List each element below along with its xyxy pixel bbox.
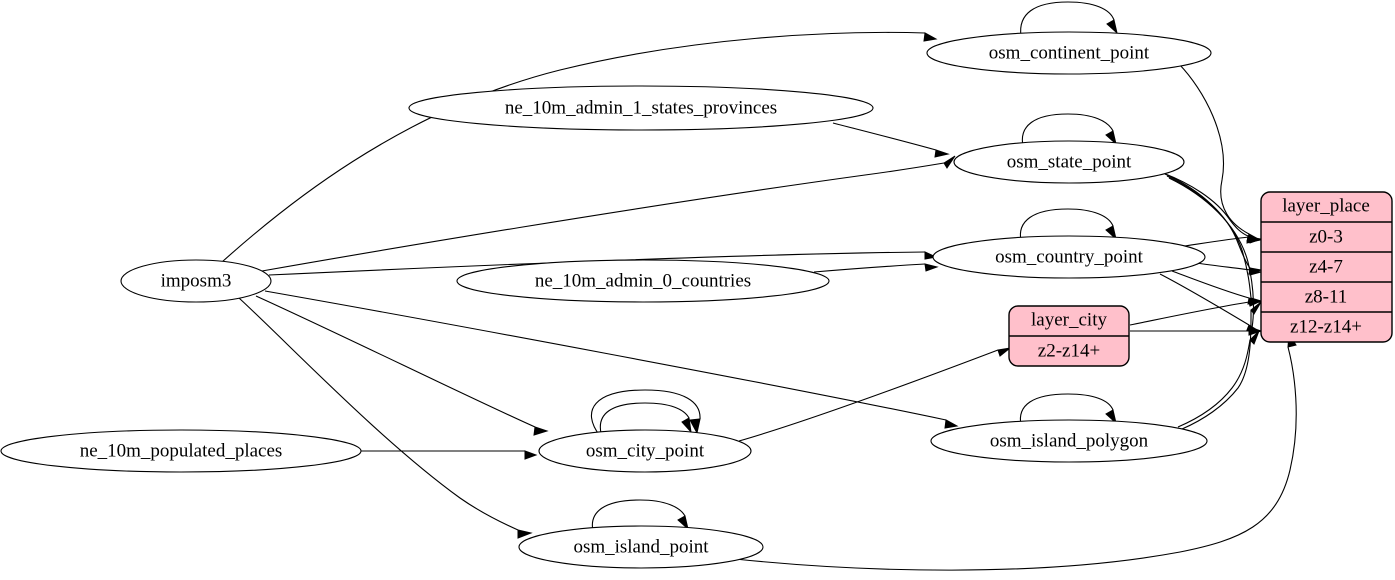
node-osm-country-point[interactable]: osm_country_point xyxy=(932,235,1206,279)
nodes-layer: imposm3 ne_10m_admin_1_states_provinces … xyxy=(0,31,1212,569)
node-osm-continent-point[interactable]: osm_continent_point xyxy=(926,31,1212,75)
edge-self-osm_island_point xyxy=(591,499,689,532)
edge-osm_country_point-to-layer_place-z12-z14 xyxy=(1159,273,1260,332)
edges-layer xyxy=(221,1,1297,571)
edge-osm_country_point-to-layer_place-z4-7 xyxy=(1195,262,1262,276)
edge-layer_city-to-layer_place-z8-11 xyxy=(1129,300,1262,326)
record-layer-place[interactable]: layer_place z0-3 z4-7 z8-11 z12-z14+ xyxy=(1260,191,1393,343)
edge-self-inner-osm_city_point xyxy=(599,402,692,434)
edge-self-osm_continent_point xyxy=(1020,1,1118,37)
record-title-layer-place: layer_place xyxy=(1282,195,1370,216)
node-label-osm-island-point: osm_island_point xyxy=(573,536,709,557)
edge-osm_island_polygon-to-layer_place-z12-z14 xyxy=(1177,330,1260,428)
edge-self-osm_state_point xyxy=(1021,113,1117,147)
edge-imposm3-to-osm_state_point xyxy=(261,155,956,272)
node-label-osm-country-point: osm_country_point xyxy=(995,246,1143,267)
node-label-ne-countries: ne_10m_admin_0_countries xyxy=(535,270,751,291)
edge-imposm3-to-osm_island_point xyxy=(238,297,533,539)
record-layer-city[interactable]: layer_city z2-z14+ xyxy=(1008,305,1130,367)
node-label-osm-continent-point: osm_continent_point xyxy=(989,42,1150,63)
edge-osm_island_polygon-to-layer_place-z8-11 xyxy=(1181,301,1262,430)
edge-layer_city-to-layer_place-z12-z14 xyxy=(1130,330,1262,336)
node-label-osm-island-polygon: osm_island_polygon xyxy=(990,430,1149,451)
node-label-imposm3: imposm3 xyxy=(161,270,232,291)
record-nodes-layer: layer_city z2-z14+ layer_place z0-3 z4-7… xyxy=(1008,191,1393,367)
edge-ne_countries-to-osm_country_point xyxy=(813,263,939,273)
node-ne-10m-admin-1-states-provinces[interactable]: ne_10m_admin_1_states_provinces xyxy=(408,85,874,131)
edge-self-outer-osm_city_point xyxy=(590,389,701,437)
record-row-layer-city-0[interactable]: z2-z14+ xyxy=(1038,340,1100,361)
node-label-osm-state-point: osm_state_point xyxy=(1007,151,1132,172)
node-imposm3[interactable]: imposm3 xyxy=(120,259,272,303)
node-label-ne-states: ne_10m_admin_1_states_provinces xyxy=(505,97,777,118)
record-row-layer-place-2[interactable]: z8-11 xyxy=(1305,286,1348,307)
node-osm-island-polygon[interactable]: osm_island_polygon xyxy=(930,419,1208,463)
node-ne-10m-admin-0-countries[interactable]: ne_10m_admin_0_countries xyxy=(456,259,830,303)
edge-self-osm_island_polygon xyxy=(1019,393,1117,426)
node-label-osm-city-point: osm_city_point xyxy=(586,440,705,461)
node-label-ne-places: ne_10m_populated_places xyxy=(80,440,283,461)
node-ne-10m-populated-places[interactable]: ne_10m_populated_places xyxy=(0,429,362,473)
node-osm-city-point[interactable]: osm_city_point xyxy=(538,429,752,473)
edge-ne_places-to-osm_city_point xyxy=(361,450,538,460)
edge-imposm3-to-osm_island_polygon xyxy=(264,290,959,429)
edge-imposm3-to-osm_city_point xyxy=(255,295,549,436)
record-row-layer-place-1[interactable]: z4-7 xyxy=(1309,256,1343,277)
record-title-layer-city: layer_city xyxy=(1031,309,1107,330)
node-osm-island-point[interactable]: osm_island_point xyxy=(518,525,764,569)
record-row-layer-place-0[interactable]: z0-3 xyxy=(1309,226,1343,247)
edge-osm_city_point-to-layer_city-z2-z14 xyxy=(738,347,1012,442)
edge-imposm3-to-osm_continent_point xyxy=(221,31,938,263)
edge-self-osm_country_point xyxy=(1019,208,1117,242)
node-osm-state-point[interactable]: osm_state_point xyxy=(953,140,1185,184)
edge-ne_states-to-osm_state_point xyxy=(832,122,950,158)
record-row-layer-place-3[interactable]: z12-z14+ xyxy=(1290,316,1362,337)
